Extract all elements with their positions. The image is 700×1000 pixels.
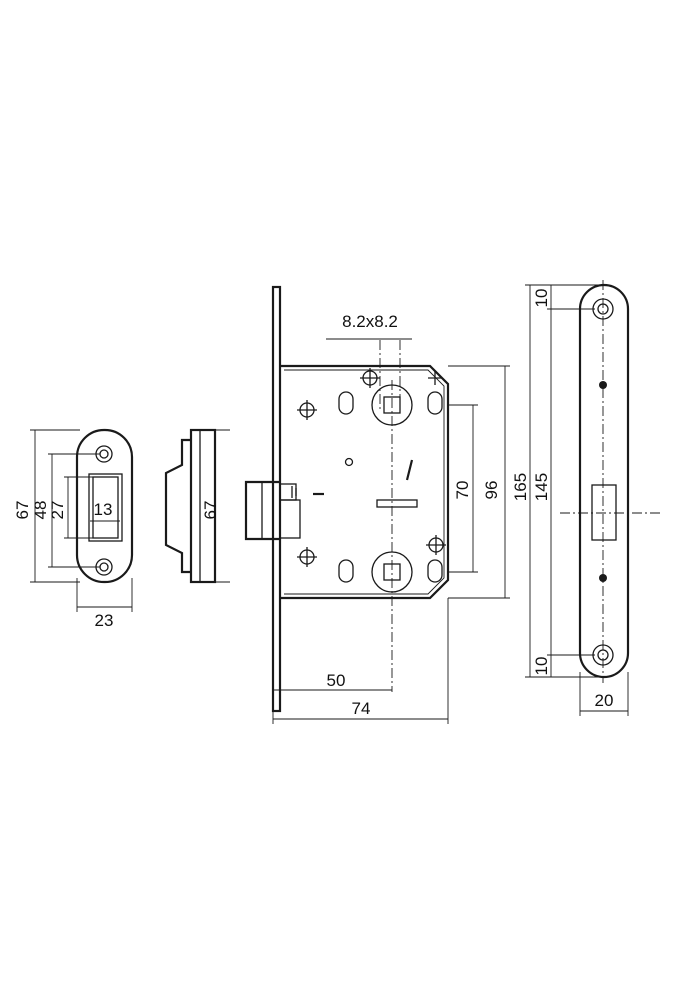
strike-side-box bbox=[164, 438, 191, 574]
faceplate-spindle-mark-top bbox=[599, 381, 607, 389]
strike-plate-latch-slot bbox=[92, 476, 119, 539]
faceplate-latch-opening bbox=[591, 484, 617, 541]
strike-width-label: 23 bbox=[95, 611, 114, 630]
faceplate-bottom-offset-label: 10 bbox=[532, 657, 551, 676]
faceplate-front-view: 165 145 10 10 20 bbox=[511, 280, 660, 716]
fixing-slot-bottom bbox=[338, 559, 354, 583]
faceplate-spindle-mark-bottom bbox=[599, 574, 607, 582]
case-height-label: 96 bbox=[482, 481, 501, 500]
case-pin bbox=[344, 457, 354, 467]
strike-side-flange bbox=[189, 428, 217, 584]
strike-plate-screw-hole-bottom-inner bbox=[99, 562, 109, 572]
strike-outer-label: 48 bbox=[31, 501, 50, 520]
lever-slot bbox=[376, 499, 418, 508]
spindle-spacing-label: 70 bbox=[453, 481, 472, 500]
lock-body-view: 8.2x8.2 70 96 50 74 bbox=[244, 285, 510, 724]
strike-slot-label: 13 bbox=[94, 500, 113, 519]
faceplate-screw-hole-bottom-inner bbox=[597, 649, 609, 661]
strike-height-label: 67 bbox=[13, 501, 32, 520]
lock-faceplate-edge bbox=[271, 285, 282, 713]
strike-plate-side-view: 67 bbox=[164, 428, 230, 584]
faceplate-top-offset-label: 10 bbox=[532, 289, 551, 308]
spindle-square-label: 8.2x8.2 bbox=[342, 312, 398, 331]
fixing-slot-top bbox=[338, 391, 354, 415]
faceplate-length-label: 165 bbox=[511, 473, 530, 501]
strike-inner-label: 27 bbox=[48, 501, 67, 520]
faceplate-screw-hole-top-inner bbox=[597, 303, 609, 315]
strike-plate-screw-hole-top-inner bbox=[99, 449, 109, 459]
strike-plate-outline bbox=[75, 428, 134, 584]
faceplate-width-label: 20 bbox=[595, 691, 614, 710]
latch-bolt bbox=[244, 480, 280, 541]
backset-label: 50 bbox=[327, 671, 346, 690]
strike-side-height-label: 67 bbox=[201, 501, 220, 520]
strike-plate-recess bbox=[88, 473, 123, 542]
spring bbox=[405, 459, 414, 481]
strike-plate-front-view: 67 48 27 13 23 bbox=[13, 428, 134, 630]
case-depth-label: 74 bbox=[352, 699, 371, 718]
faceplate-outline bbox=[578, 283, 630, 679]
faceplate-holes-label: 145 bbox=[532, 473, 551, 501]
latch-housing bbox=[279, 499, 301, 539]
lock-case-outline bbox=[280, 364, 450, 600]
